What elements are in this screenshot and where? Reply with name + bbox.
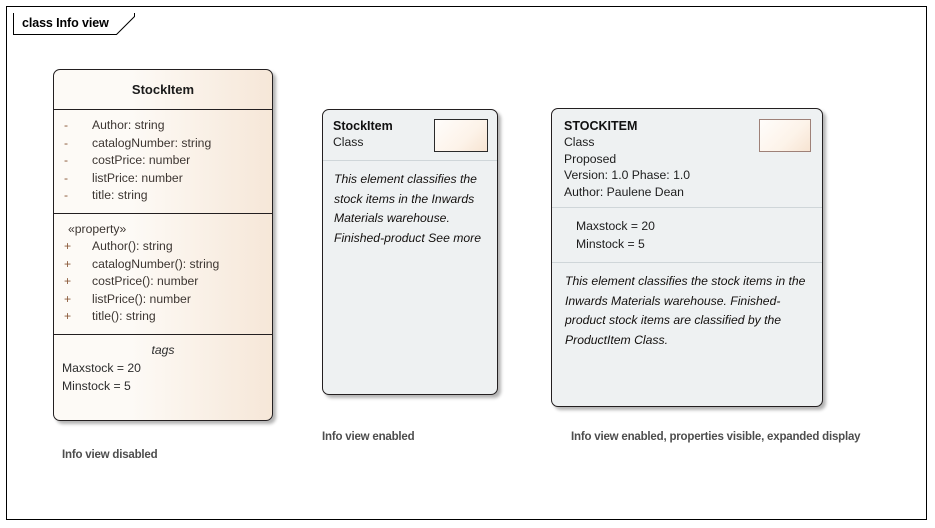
attribute-label: catalogNumber: string [92, 135, 212, 150]
attribute-label: costPrice: number [92, 153, 191, 168]
tags-title-label: tags [151, 342, 175, 357]
operation-row[interactable]: + title(): string [54, 308, 272, 326]
visibility-marker: - [64, 153, 69, 168]
attribute-label: Author: string [92, 118, 165, 132]
expanded-header: STOCKITEM Class Proposed Version: 1.0 Ph… [552, 109, 822, 207]
attribute-row[interactable]: - catalogNumber: string [54, 135, 272, 153]
element-thumbnail-icon [434, 119, 488, 152]
property-row[interactable]: Maxstock = 20 [576, 219, 655, 233]
tags-compartment: tags Maxstock = 20 Minstock = 5 [54, 333, 272, 403]
visibility-marker: + [64, 238, 72, 253]
diagram-frame-tab: class Info view [13, 13, 135, 35]
attribute-label: title: string [92, 188, 148, 203]
attribute-row[interactable]: - Author: string [54, 117, 272, 135]
frame-tab-shape [13, 13, 135, 35]
visibility-marker: - [64, 135, 69, 150]
class-element-stockitem-infoview[interactable]: StockItem Class This element classifies … [322, 109, 498, 395]
operations-compartment: «property» + Author(): string + catalogN… [54, 212, 272, 334]
expanded-body: This element classifies the stock items … [552, 263, 822, 350]
info-header: StockItem Class [323, 110, 497, 160]
expanded-divider-bottom [552, 262, 822, 263]
operation-label: costPrice(): number [92, 274, 199, 289]
expanded-status-label: Proposed [564, 151, 617, 166]
attribute-row[interactable]: - costPrice: number [54, 152, 272, 170]
info-divider [323, 160, 497, 161]
info-name-label: StockItem [333, 119, 393, 133]
operation-label: Author(): string [92, 238, 173, 253]
operation-label: listPrice(): number [92, 291, 191, 306]
operation-label: catalogNumber(): string [92, 256, 220, 271]
operation-row[interactable]: + catalogNumber(): string [54, 256, 272, 274]
expanded-author-label: Author: Paulene Dean [564, 184, 684, 199]
visibility-marker: - [64, 118, 69, 132]
class-name-label: StockItem [131, 82, 195, 97]
operation-row[interactable]: + Author(): string [54, 238, 272, 256]
operation-row[interactable]: + listPrice(): number [54, 291, 272, 309]
class-element-stockitem-classic[interactable]: StockItem - Author: string - catalogNumb… [53, 69, 273, 421]
expanded-properties: Maxstock = 20 Minstock = 5 [552, 208, 822, 262]
visibility-marker: + [64, 309, 72, 324]
expanded-description-text: This element classifies the stock items … [565, 274, 806, 347]
attribute-label: listPrice: number [92, 170, 183, 185]
attributes-compartment: - Author: string - catalogNumber: string… [54, 109, 272, 213]
visibility-marker: + [64, 291, 72, 306]
expanded-divider-top [552, 207, 822, 208]
frame-tab-label: class Info view [22, 16, 109, 30]
tag-row[interactable]: Minstock = 5 [62, 378, 131, 393]
info-body: This element classifies the stock items … [323, 161, 497, 248]
diagram-frame: class Info view StockItem - Author: stri… [6, 6, 927, 520]
expanded-type-label: Class [564, 135, 595, 149]
visibility-marker: - [64, 188, 69, 203]
attribute-row[interactable]: - listPrice: number [54, 170, 272, 188]
operation-label: title(): string [92, 309, 156, 324]
class-name-compartment: StockItem [54, 70, 272, 109]
info-type-label: Class [333, 135, 364, 149]
visibility-marker: - [64, 170, 69, 185]
tag-row[interactable]: Maxstock = 20 [62, 360, 141, 375]
expanded-name-label: STOCKITEM [564, 119, 638, 133]
expanded-version-phase-label: Version: 1.0 Phase: 1.0 [564, 168, 691, 182]
caption-info-view-disabled: Info view disabled [62, 449, 158, 461]
operations-stereotype-label: «property» [68, 221, 127, 236]
info-description-text: This element classifies the stock items … [334, 172, 481, 245]
class-element-stockitem-expanded[interactable]: STOCKITEM Class Proposed Version: 1.0 Ph… [551, 108, 823, 407]
visibility-marker: + [64, 256, 72, 271]
property-row[interactable]: Minstock = 5 [576, 237, 645, 251]
operation-row[interactable]: + costPrice(): number [54, 273, 272, 291]
visibility-marker: + [64, 274, 72, 289]
attribute-row[interactable]: - title: string [54, 187, 272, 205]
element-thumbnail-icon [759, 119, 811, 152]
caption-info-view-enabled: Info view enabled [322, 431, 415, 443]
caption-info-view-expanded: Info view enabled, properties visible, e… [571, 431, 861, 443]
